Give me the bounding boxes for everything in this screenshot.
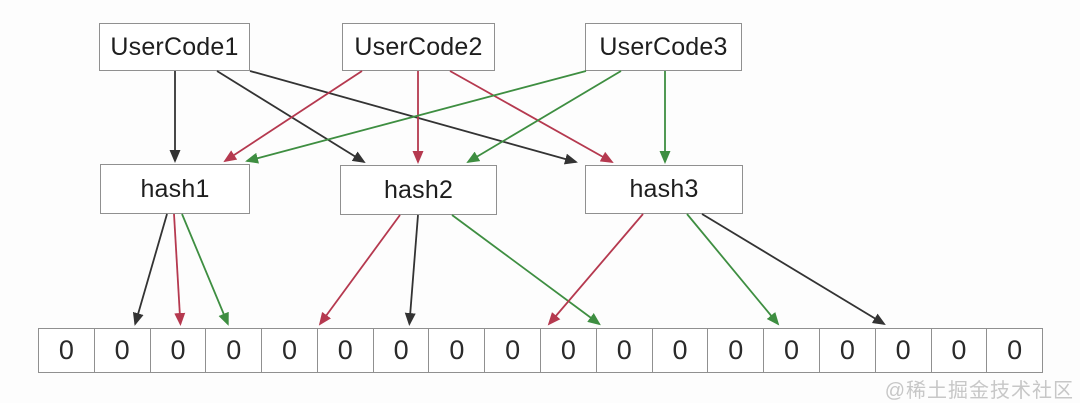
bit-cell-3: 0 xyxy=(205,329,261,372)
bit-cell-0: 0 xyxy=(58,335,74,365)
bit-cell-7: 0 xyxy=(428,329,484,372)
edge-uc3-h1 xyxy=(245,70,587,164)
bit-cell-15: 0 xyxy=(874,329,931,372)
node-usercode1: UserCode1 xyxy=(99,23,250,71)
edge-h2-cell6 xyxy=(404,214,419,326)
edge-h1-cell1 xyxy=(132,213,168,326)
edge-uc1-h3 xyxy=(249,70,578,165)
bit-cell-5: 0 xyxy=(316,329,373,372)
edge-uc3-h2 xyxy=(466,70,622,164)
watermark-text: @稀土掘金技术社区 xyxy=(884,380,1074,402)
bit-cell-2: 0 xyxy=(149,329,206,372)
edge-h3-cell13 xyxy=(686,213,780,326)
bit-cell-16: 0 xyxy=(930,329,987,372)
edge-h2-cell10 xyxy=(451,214,601,326)
bit-cell-1: 0 xyxy=(93,329,150,372)
bit-cell-10: 0 xyxy=(595,329,652,372)
bit-cell-12: 0 xyxy=(707,329,763,372)
edge-h1-cell2 xyxy=(173,213,186,326)
edge-uc2-h3 xyxy=(449,70,614,163)
bit-cell-6: 0 xyxy=(372,329,429,372)
bit-cell-17: 0 xyxy=(986,329,1042,372)
bit-cell-4: 0 xyxy=(261,329,317,372)
edge-h2-cell5 xyxy=(318,214,401,326)
edge-uc1-h2 xyxy=(216,70,366,164)
bit-cell-8: 0 xyxy=(484,329,540,372)
bit-cell-9: 0 xyxy=(540,329,596,372)
edge-h3-cell15 xyxy=(701,213,886,326)
node-hash3: hash3 xyxy=(585,165,743,214)
bit-cell-14: 0 xyxy=(818,329,875,372)
edge-h1-cell3 xyxy=(181,213,229,326)
node-usercode2: UserCode2 xyxy=(342,23,495,71)
edge-h3-cell9 xyxy=(547,213,644,326)
bit-cell-13: 0 xyxy=(763,329,819,372)
edge-uc2-h1 xyxy=(223,70,363,163)
node-hash2: hash2 xyxy=(340,165,497,215)
bit-cell-11: 0 xyxy=(651,329,708,372)
node-hash1: hash1 xyxy=(100,164,250,214)
node-usercode3: UserCode3 xyxy=(585,23,742,71)
